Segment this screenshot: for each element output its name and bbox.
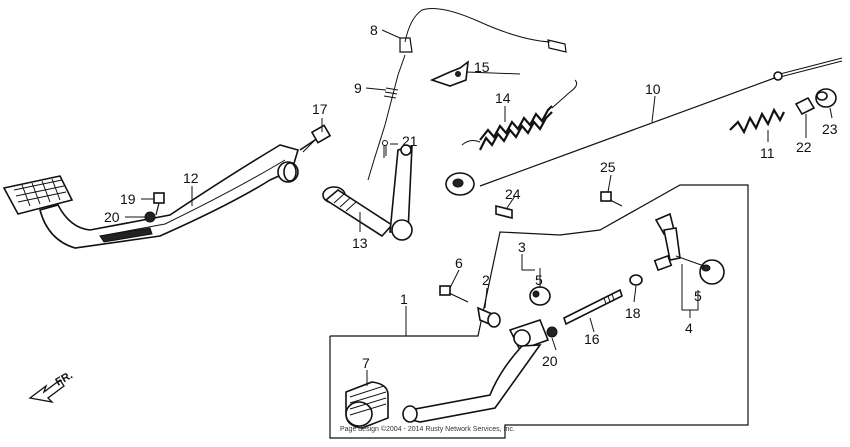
callout-1: 1 <box>400 291 408 307</box>
leader-lines <box>125 29 833 386</box>
shift-rod-16 <box>563 288 623 326</box>
return-spring-14 <box>461 79 578 151</box>
nut-20-right <box>546 326 558 338</box>
callout-20-right: 20 <box>542 353 558 369</box>
callout-14: 14 <box>495 90 511 106</box>
copyright-text: Page design ©2004 - 2014 Rusty Network S… <box>340 425 515 433</box>
brake-rod-10 <box>445 57 843 196</box>
callout-25: 25 <box>600 159 616 175</box>
spring-11 <box>729 107 785 135</box>
callout-5-right: 5 <box>694 288 702 304</box>
callout-11: 11 <box>760 145 775 161</box>
nut-20-left <box>144 211 156 223</box>
callout-22: 22 <box>796 139 812 155</box>
pin-24 <box>495 204 513 220</box>
callout-15: 15 <box>474 59 490 75</box>
callout-10: 10 <box>645 81 661 97</box>
callout-23: 23 <box>822 121 838 137</box>
front-direction-arrow: FR. <box>28 369 75 404</box>
callout-6: 6 <box>455 255 463 271</box>
callout-4: 4 <box>685 320 693 336</box>
adjust-nut-23 <box>815 88 837 108</box>
callout-2: 2 <box>482 272 490 288</box>
callout-18: 18 <box>625 305 641 321</box>
callout-17: 17 <box>312 101 328 117</box>
callout-3: 3 <box>518 239 526 255</box>
callout-20-left: 20 <box>104 209 120 225</box>
brake-pedal <box>2 144 300 249</box>
callout-5-center: 5 <box>535 272 543 288</box>
nut-18 <box>629 274 643 286</box>
collar-2 <box>476 306 501 328</box>
joint-22 <box>794 96 816 116</box>
callout-19: 19 <box>120 191 136 207</box>
callout-8: 8 <box>370 22 378 38</box>
front-direction-label: FR. <box>54 369 75 388</box>
callouts: 1 2 3 4 5 5 6 7 8 9 10 11 12 13 14 15 16… <box>104 22 838 371</box>
gear-shift-pedal <box>402 319 550 423</box>
callout-16: 16 <box>584 331 600 347</box>
rubber-5-center <box>529 286 551 306</box>
cotter-pin-21 <box>382 140 388 158</box>
callout-12: 12 <box>183 170 199 186</box>
bolt-6 <box>439 285 469 303</box>
callout-13: 13 <box>352 235 368 251</box>
bolt-17 <box>299 124 332 153</box>
brake-switch-cable <box>367 8 567 181</box>
bracket-15 <box>429 60 469 87</box>
shift-joint-4 <box>653 212 725 285</box>
callout-9: 9 <box>354 80 362 96</box>
group-box-outline <box>329 184 749 439</box>
callout-7: 7 <box>362 355 370 371</box>
callout-24: 24 <box>505 186 521 202</box>
pedal-rubber-7 <box>345 381 389 429</box>
bolt-25 <box>600 191 623 207</box>
brake-arm-shaft <box>322 144 413 241</box>
bolt-19 <box>153 192 165 216</box>
callout-21: 21 <box>402 133 418 149</box>
